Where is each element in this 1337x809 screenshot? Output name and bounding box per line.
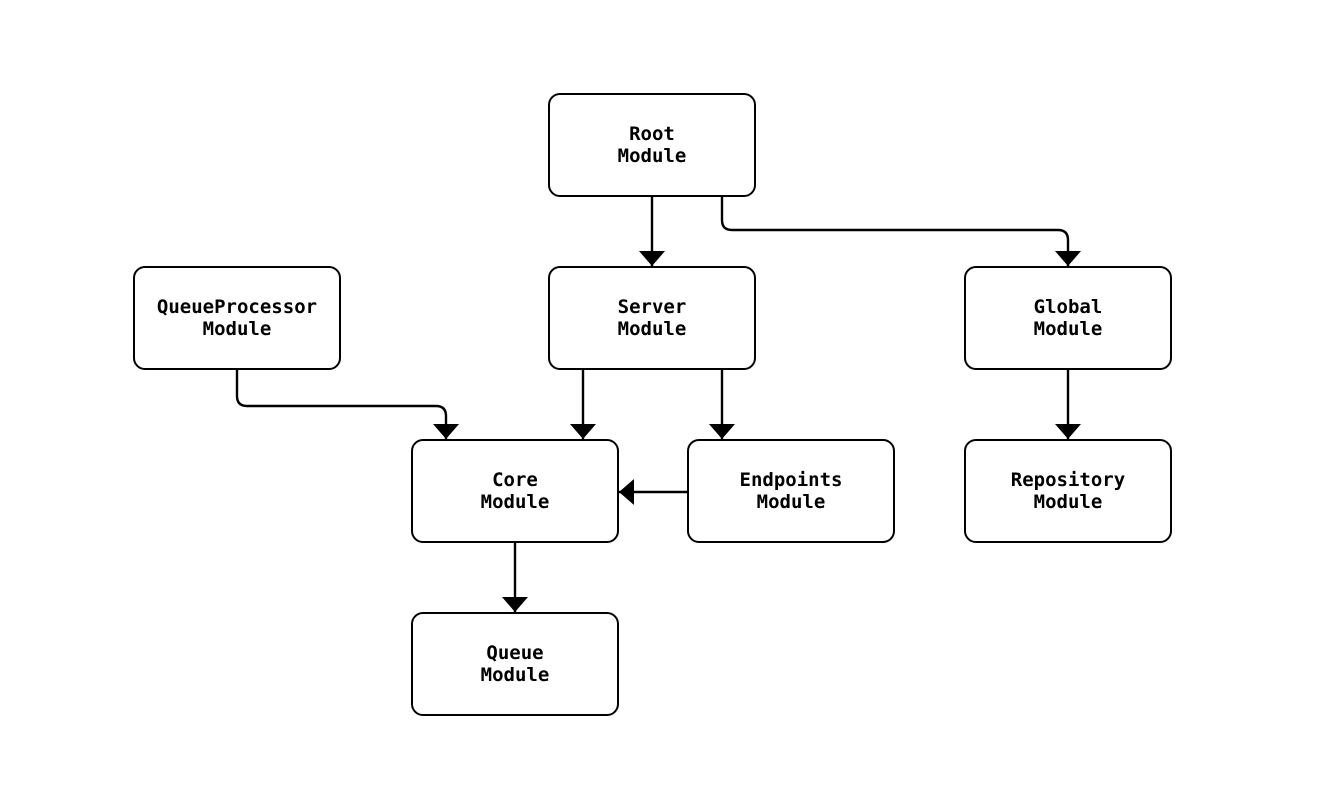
node-label: Module bbox=[1033, 491, 1103, 513]
edge-group bbox=[235, 197, 1081, 612]
node-label: Module bbox=[480, 664, 550, 686]
node-label: Root bbox=[629, 123, 675, 145]
node-label: Module bbox=[202, 318, 272, 340]
edge-queue-processor-to-core bbox=[235, 370, 459, 439]
node-label: Server bbox=[617, 296, 687, 318]
node-label: Repository bbox=[1010, 469, 1126, 491]
node-label: QueueProcessor bbox=[156, 296, 318, 318]
node-label: Queue bbox=[486, 642, 544, 664]
node-label: Module bbox=[480, 491, 550, 513]
node-label: Core bbox=[492, 469, 538, 491]
node-label: Module bbox=[617, 318, 687, 340]
node-label: Endpoints bbox=[739, 469, 843, 491]
node-label: Module bbox=[756, 491, 826, 513]
node-label: Module bbox=[617, 145, 687, 167]
node-label: Global bbox=[1033, 296, 1103, 318]
node-label: Module bbox=[1033, 318, 1103, 340]
edge-root-to-global bbox=[720, 197, 1081, 266]
